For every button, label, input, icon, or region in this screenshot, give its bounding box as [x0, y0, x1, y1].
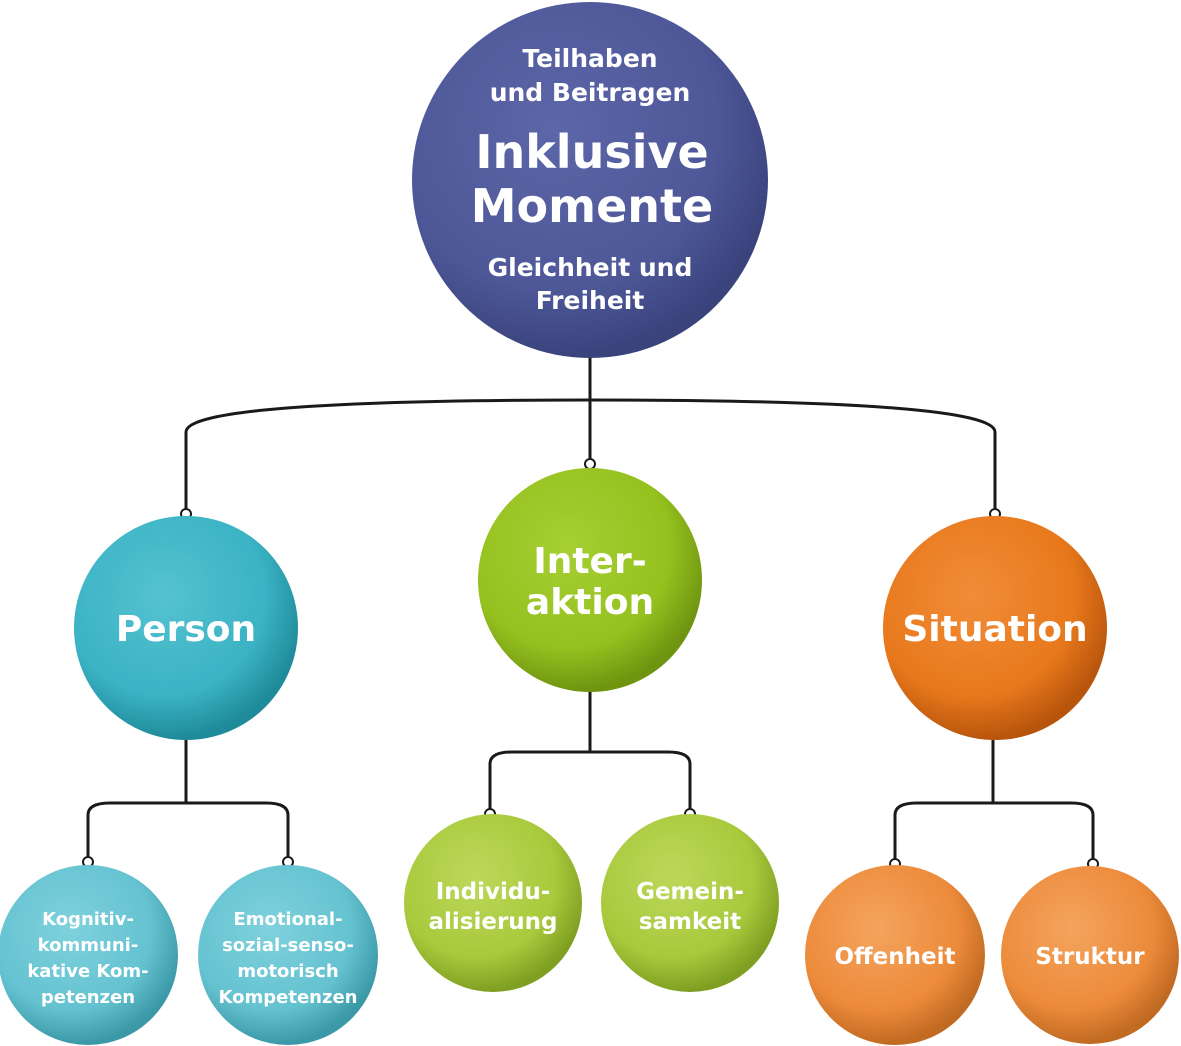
individualisierung-circle — [404, 814, 582, 992]
root-title-line-2: Momente — [471, 179, 713, 233]
kognitiv-line-2: kommuni- — [38, 935, 139, 956]
gemeinsamkeit-line-2: samkeit — [639, 909, 741, 935]
kognitiv-line-3: kative Kom- — [27, 961, 148, 982]
node-interaktion: Inter- aktion — [478, 468, 702, 692]
emotional-line-4: Kompetenzen — [219, 987, 358, 1008]
person-label: Person — [116, 609, 256, 650]
interaktion-label-line-2: aktion — [526, 582, 654, 623]
root-top-line-1: Teilhaben — [522, 44, 657, 73]
individualisierung-line-1: Individu- — [436, 879, 551, 905]
connector-interaktion-branch — [488, 690, 692, 812]
root-title-line-1: Inklusive — [475, 125, 708, 179]
emotional-line-3: motorisch — [237, 961, 338, 982]
kognitiv-line-1: Kognitiv- — [42, 909, 134, 930]
person-circle — [74, 516, 298, 740]
connector-person-branch — [86, 740, 290, 860]
struktur-circle — [1001, 866, 1179, 1044]
node-kognitiv: Kognitiv- kommuni- kative Kom- petenzen — [0, 865, 178, 1045]
root-bottom-line-1: Gleichheit und — [488, 253, 693, 282]
emotional-line-2: sozial-senso- — [222, 935, 354, 956]
offenheit-label: Offenheit — [834, 944, 955, 970]
node-gemeinsamkeit: Gemein- samkeit — [601, 814, 779, 992]
interaktion-label-line-1: Inter- — [533, 541, 646, 582]
root-bottom-line-2: Freiheit — [536, 286, 645, 315]
connector-situation-branch — [893, 740, 1095, 862]
individualisierung-line-2: alisierung — [428, 909, 557, 935]
struktur-label: Struktur — [1035, 944, 1145, 970]
node-offenheit: Offenheit — [805, 865, 985, 1045]
kognitiv-circle — [0, 865, 178, 1045]
interaktion-circle — [478, 468, 702, 692]
knob-interaktion — [584, 458, 596, 470]
root-top-line-2: und Beitragen — [490, 78, 691, 107]
situation-label: Situation — [902, 609, 1087, 650]
node-struktur: Struktur — [1001, 866, 1179, 1044]
emotional-line-1: Emotional- — [233, 909, 342, 930]
gemeinsamkeit-circle — [601, 814, 779, 992]
node-individualisierung: Individu- alisierung — [404, 814, 582, 992]
situation-circle — [883, 516, 1107, 740]
emotional-circle — [198, 865, 378, 1045]
node-inklusive-momente: Teilhaben und Beitragen Inklusive Moment… — [412, 2, 768, 358]
node-emotional: Emotional- sozial-senso- motorisch Kompe… — [198, 865, 378, 1045]
node-situation: Situation — [883, 516, 1107, 740]
offenheit-circle — [805, 865, 985, 1045]
connector-top-bracket — [184, 398, 997, 512]
node-person: Person — [74, 516, 298, 740]
kognitiv-line-4: petenzen — [41, 987, 135, 1008]
root-circle — [412, 2, 768, 358]
gemeinsamkeit-line-1: Gemein- — [636, 879, 744, 905]
connectors — [82, 355, 1099, 870]
